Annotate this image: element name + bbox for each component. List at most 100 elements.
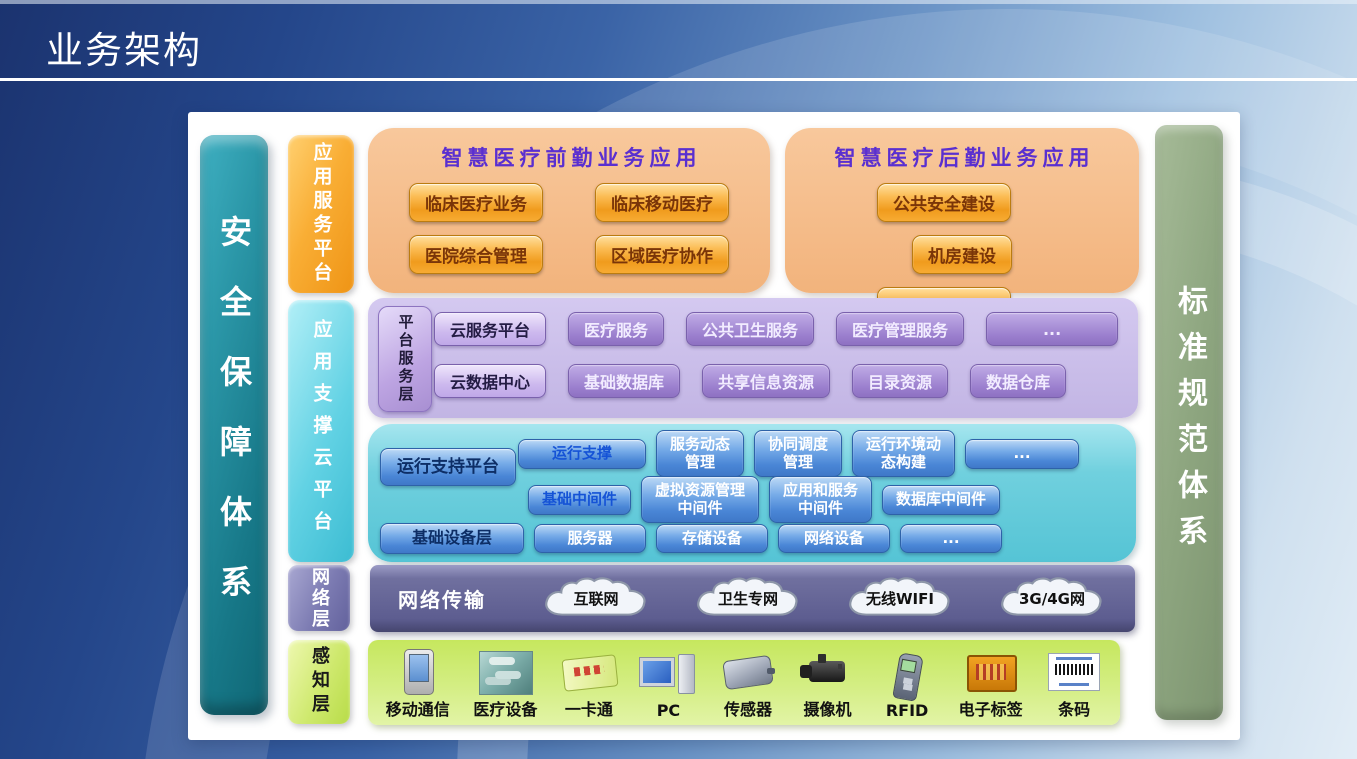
- platform-service-pill: 医疗服务: [568, 312, 665, 346]
- device-label: PC: [656, 701, 681, 720]
- platform-data-pill: 共享信息资源: [702, 364, 831, 398]
- infrastructure-pill: 服务器: [534, 523, 646, 554]
- network-cloud: 3G/4G网: [994, 576, 1110, 622]
- device-label: 摄像机: [803, 700, 852, 719]
- app-module-button: 区域医疗协作: [595, 235, 729, 274]
- medical-equipment-icon: [477, 649, 534, 695]
- perception-devices-bar: 移动通信 医疗设备 一卡通 PC: [368, 640, 1120, 725]
- title-divider: [0, 78, 1357, 81]
- camera-icon: [799, 649, 856, 695]
- cloud-icon: [1001, 576, 1102, 616]
- device-item: 一卡通: [561, 649, 617, 720]
- cloud-icon: [545, 576, 646, 616]
- runtime-row-operations: 运行支撑服务动态 管理协同调度 管理运行环境动 态构建...: [518, 430, 1080, 478]
- device-label: 一卡通: [564, 700, 613, 719]
- runtime-support-platform-button: 运行支持平台: [380, 448, 516, 487]
- app-module-button: 临床医疗业务: [409, 183, 543, 222]
- pc-icon: [640, 654, 696, 700]
- runtime-row-middleware: 基础中间件虚拟资源管理 中间件应用和服务 中间件数据库中间件: [528, 476, 1001, 524]
- device-item: 摄像机: [799, 649, 856, 720]
- device-label: RFID: [885, 701, 929, 720]
- device-item: 条码: [1046, 649, 1102, 720]
- device-item: 电子标签: [959, 649, 1023, 720]
- platform-service-layer-panel: 平台服务层 云服务平台医疗服务公共卫生服务医疗管理服务... 云数据中心基础数据…: [368, 298, 1138, 418]
- front-office-apps-buttons: 临床医疗业务 临床移动医疗医院综合管理 区域医疗协作: [368, 183, 770, 274]
- app-module-button: 公共安全建设: [877, 183, 1011, 222]
- front-office-apps-title: 智慧医疗前勤业务应用: [441, 146, 702, 170]
- platform-service-layer-label: 平台服务层: [396, 314, 415, 404]
- app-service-platform-label: 应用服务平台: [310, 142, 333, 286]
- perception-layer-label: 感知层: [309, 646, 330, 718]
- platform-data-pill: 云数据中心: [434, 364, 547, 398]
- platform-data-row: 云数据中心基础数据库共享信息资源目录资源数据仓库: [434, 364, 1067, 398]
- back-office-apps-title: 智慧医疗后勤业务应用: [834, 146, 1095, 170]
- infrastructure-pill: 网络设备: [778, 523, 890, 554]
- rfid-icon: [879, 654, 935, 700]
- infrastructure-pill: ...: [900, 523, 1002, 554]
- infrastructure-pill: 基础设备层: [380, 523, 524, 554]
- slide-top-edge: [0, 0, 1357, 4]
- runtime-pill: 协同调度 管理: [754, 430, 843, 478]
- app-module-button: 机房建设: [912, 235, 1012, 274]
- middleware-pill: 应用和服务 中间件: [769, 476, 873, 524]
- network-transmission-label: 网络传输: [398, 588, 486, 612]
- device-label: 传感器: [723, 700, 772, 719]
- architecture-diagram-panel: 安全保障体系 标准规范体系 应用服务平台 应用支撑云平台 网络层 感知层 智慧医…: [188, 112, 1240, 740]
- side-label-network-layer: 网络层: [288, 565, 350, 631]
- cloud-label: 卫生专网: [717, 590, 778, 608]
- network-layer-label: 网络层: [309, 566, 330, 630]
- platform-service-pill: 云服务平台: [434, 312, 547, 346]
- runtime-pill: 运行支撑: [518, 438, 646, 469]
- device-label: 移动通信: [385, 700, 450, 719]
- cloud-label: 3G/4G网: [1019, 590, 1085, 608]
- middleware-pill: 基础中间件: [528, 484, 632, 515]
- runtime-support-panel: 运行支持平台 运行支撑服务动态 管理协同调度 管理运行环境动 态构建... 基础…: [368, 424, 1136, 562]
- middleware-pill: 数据库中间件: [882, 484, 1001, 515]
- security-assurance-pillar: 安全保障体系: [200, 135, 268, 715]
- app-module-button: 医院综合管理: [409, 235, 543, 274]
- device-item: 医疗设备: [473, 649, 537, 720]
- barcode-icon: [1046, 649, 1102, 695]
- mobile-icon: [390, 649, 446, 695]
- app-module-button: 临床移动医疗: [595, 183, 729, 222]
- network-transmission-bar: 网络传输 互联网 卫生专网: [370, 565, 1135, 632]
- security-assurance-label: 安全保障体系: [215, 215, 253, 635]
- standards-spec-label: 标准规范体系: [1172, 284, 1207, 561]
- runtime-pill: 服务动态 管理: [656, 430, 745, 478]
- network-clouds: 互联网 卫生专网 无线WIFI: [538, 576, 1110, 622]
- platform-service-layer-labelbox: 平台服务层: [378, 306, 432, 412]
- side-label-app-support-cloud: 应用支撑云平台: [288, 300, 354, 562]
- device-label: 电子标签: [958, 700, 1023, 719]
- platform-service-pill: 医疗管理服务: [836, 312, 965, 346]
- platform-data-pill: 基础数据库: [568, 364, 681, 398]
- page-title: 业务架构: [46, 29, 202, 72]
- network-cloud: 无线WIFI: [842, 576, 958, 622]
- platform-service-pill: 公共卫生服务: [686, 312, 815, 346]
- cloud-icon: [849, 576, 950, 616]
- side-label-perception-layer: 感知层: [288, 640, 350, 724]
- back-office-apps-panel: 智慧医疗后勤业务应用 公共安全建设机房建设信息设施建设: [785, 128, 1139, 326]
- runtime-pill: ...: [965, 438, 1080, 469]
- platform-data-pill: 数据仓库: [970, 364, 1067, 398]
- device-label: 条码: [1058, 700, 1091, 719]
- runtime-pill: 运行环境动 态构建: [852, 430, 956, 478]
- platform-service-pill: ...: [986, 312, 1119, 346]
- middleware-pill: 虚拟资源管理 中间件: [641, 476, 760, 524]
- cloud-label: 互联网: [573, 590, 619, 608]
- platform-data-pill: 目录资源: [852, 364, 949, 398]
- cloud-icon: [697, 576, 798, 616]
- infrastructure-pill: 存储设备: [656, 523, 768, 554]
- smartcard-icon: [561, 649, 617, 695]
- network-cloud: 互联网: [538, 576, 654, 622]
- network-cloud: 卫生专网: [690, 576, 806, 622]
- device-item: RFID: [879, 654, 935, 720]
- device-item: PC: [640, 654, 696, 720]
- cloud-label: 无线WIFI: [866, 590, 934, 608]
- front-office-apps-panel: 智慧医疗前勤业务应用 临床医疗业务 临床移动医疗医院综合管理 区域医疗协作: [368, 128, 770, 293]
- runtime-row-devices: 基础设备层服务器存储设备网络设备...: [380, 523, 1002, 554]
- side-label-app-service-platform: 应用服务平台: [288, 135, 354, 293]
- standards-spec-pillar: 标准规范体系: [1155, 125, 1223, 720]
- device-item: 传感器: [720, 649, 776, 720]
- device-item: 移动通信: [386, 649, 450, 720]
